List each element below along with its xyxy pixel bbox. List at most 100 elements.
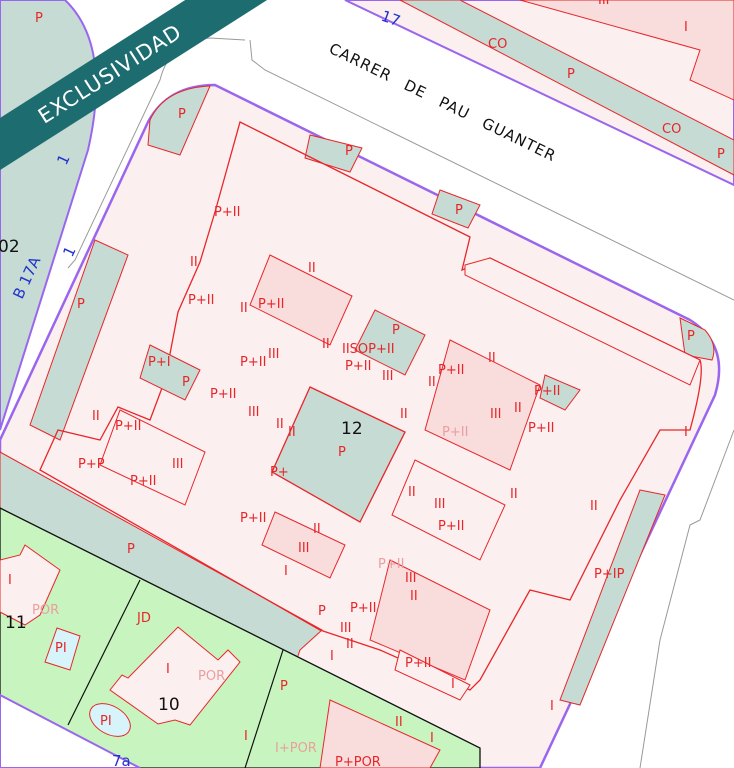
map-label: I — [684, 425, 688, 440]
map-label: P+II — [534, 384, 560, 399]
building — [391, 459, 506, 561]
building — [139, 344, 201, 401]
map-label: P+P — [78, 457, 105, 472]
plot-divider — [244, 649, 284, 768]
map-label: P+II — [405, 656, 431, 671]
map-label: P+IP — [594, 567, 625, 582]
map-label: II — [322, 337, 330, 352]
courtyard — [271, 386, 406, 523]
map-label: P+II — [378, 557, 404, 572]
map-label: II — [488, 351, 496, 366]
map-label: III — [434, 497, 446, 512]
map-label: P+II — [240, 355, 266, 370]
map-label: P+II — [438, 363, 464, 378]
map-label: P — [280, 679, 288, 694]
map-label: I — [684, 20, 688, 35]
map-label: P — [392, 323, 400, 338]
house-11 — [0, 544, 61, 626]
map-label: III — [598, 0, 610, 8]
garden-area — [0, 507, 481, 768]
map-label: I — [430, 731, 434, 746]
map-label: II — [288, 425, 296, 440]
map-label: P+II — [130, 474, 156, 489]
map-label: II — [395, 715, 403, 730]
map-label: 1 — [59, 243, 79, 259]
parcel-number-label: 11 — [5, 613, 27, 633]
top-strip-parcel — [431, 189, 481, 229]
map-label: P — [567, 67, 575, 82]
building-top-right — [519, 0, 734, 101]
map-label: P — [178, 107, 186, 122]
map-label: P+II — [214, 205, 240, 220]
map-label: II — [510, 487, 518, 502]
building — [249, 254, 353, 346]
map-label: II — [313, 522, 321, 537]
map-label: I — [330, 649, 334, 664]
map-label: II — [428, 375, 436, 390]
map-label: P — [717, 147, 725, 162]
inner-buildings — [39, 121, 702, 691]
map-label: P — [338, 445, 346, 460]
map-label: II — [514, 401, 522, 416]
building — [539, 374, 581, 411]
pool — [89, 703, 131, 737]
road-edge — [639, 429, 734, 768]
building — [261, 511, 346, 579]
map-label: P+II — [115, 419, 141, 434]
map-label: P — [687, 329, 695, 344]
map-label: P — [35, 11, 43, 26]
map-label: P+II — [345, 359, 371, 374]
map-label: III — [382, 369, 394, 384]
map-label: P — [455, 203, 463, 218]
map-label: 17 — [379, 7, 403, 30]
map-label: P — [318, 604, 326, 619]
map-label: CO — [488, 37, 507, 52]
map-label: PI — [55, 641, 67, 656]
map-label: P+POR — [335, 755, 381, 768]
map-label: III — [248, 405, 260, 420]
map-label: I+POR — [275, 741, 317, 756]
map-label: II — [410, 589, 418, 604]
map-label: P+II — [438, 519, 464, 534]
map-label: P — [182, 375, 190, 390]
map-label: P+II — [442, 425, 468, 440]
map-label: II — [190, 255, 198, 270]
house-10 — [109, 626, 241, 726]
corner-strip — [147, 85, 211, 156]
map-label: P+II — [350, 601, 376, 616]
plot-divider — [67, 579, 141, 726]
parcel-number-label: 02 — [0, 237, 20, 257]
map-label: II — [92, 409, 100, 424]
map-label: P+II — [210, 387, 236, 402]
map-label: P — [345, 144, 353, 159]
map-label: POR — [32, 603, 59, 618]
building — [354, 309, 426, 376]
pool — [44, 627, 81, 671]
map-label: P+II — [258, 297, 284, 312]
building — [394, 649, 471, 701]
parcel-number-label: 12 — [341, 419, 363, 439]
map-label: JD — [136, 611, 151, 626]
map-label: CO — [662, 122, 681, 137]
top-strip-parcel — [304, 134, 363, 173]
map-label: P+ — [270, 465, 289, 480]
map-label: P — [77, 297, 85, 312]
road-bottom — [0, 693, 141, 768]
map-label: II — [590, 499, 598, 514]
map-label: II — [346, 637, 354, 652]
map-label: I — [8, 573, 12, 588]
building — [319, 699, 441, 768]
map-label: IISOP+II — [342, 342, 395, 357]
map-label: III — [490, 407, 502, 422]
map-label: P+I — [148, 355, 171, 370]
building — [424, 339, 541, 471]
building — [464, 257, 701, 386]
corner-parcel — [679, 317, 715, 361]
map-label: P+II — [188, 293, 214, 308]
map-label: II — [400, 407, 408, 422]
map-label: III — [172, 457, 184, 472]
map-label: III — [268, 347, 280, 362]
